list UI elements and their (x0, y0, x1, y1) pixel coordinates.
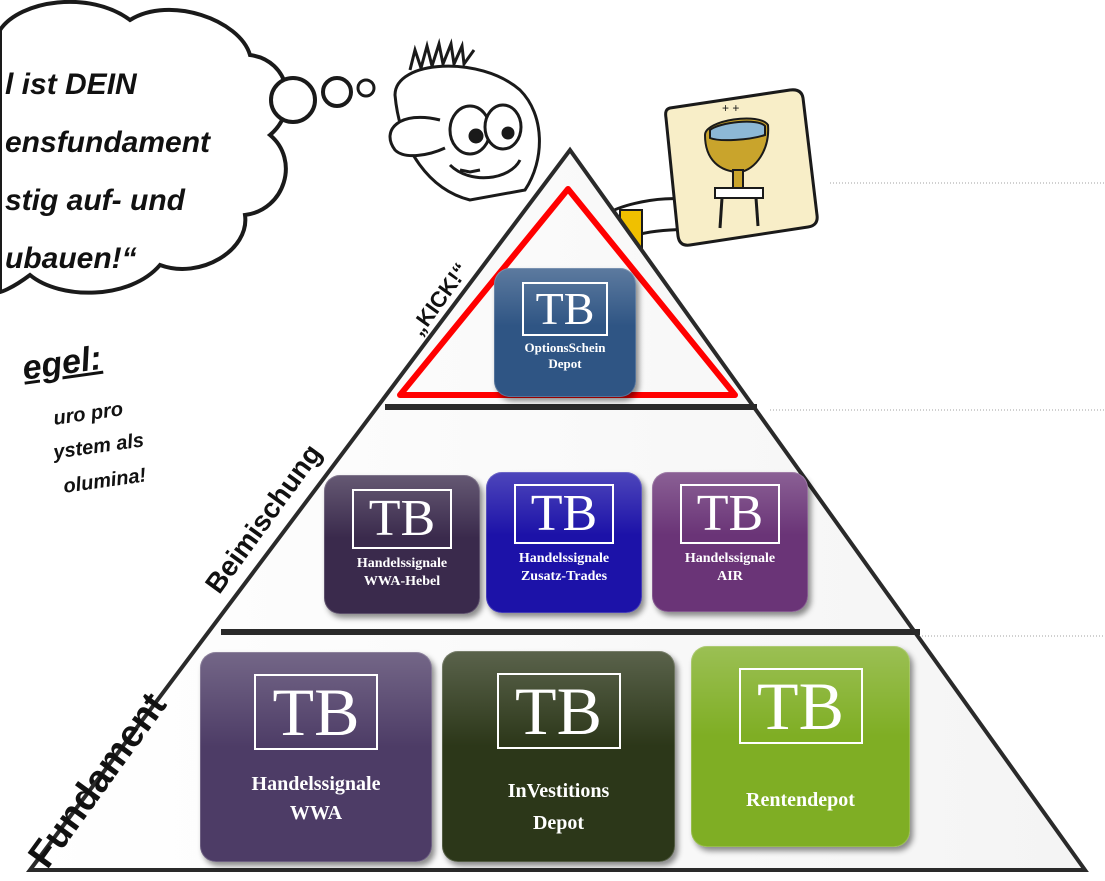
tile-label-line-1: Handelssignale (518, 551, 610, 566)
tile-handelssignale-zusatz-trades: TB Handelssignale Zusatz-Trades (486, 472, 642, 613)
bubble-line-4: ubauen!“ (5, 242, 137, 275)
tile-label-line-2: WWA-Hebel (363, 573, 441, 589)
tb-logo: TB (522, 282, 608, 336)
tile-label-line-1: OptionsSchein (524, 340, 606, 355)
bubble-large (269, 76, 317, 124)
trophy-card: + + (664, 88, 819, 247)
bubble-line-3: stig auf- und (5, 184, 185, 217)
tile-label-line-2: Zusatz-Trades (520, 568, 608, 584)
tile-label-line-1: Handelssignale (356, 556, 448, 571)
tile-investitions-depot: TB InVestitions Depot (442, 651, 675, 862)
tb-logo: TB (496, 673, 621, 749)
tb-logo: TB (254, 674, 378, 750)
tb-logo: TB (680, 484, 780, 544)
bubble-small (356, 78, 376, 98)
tile-optionsschein-depot: TB OptionsSchein Depot (494, 268, 636, 397)
tile-label-line-2: Depot (548, 356, 582, 372)
tb-logo: TB (352, 489, 452, 549)
tb-logo: TB (738, 668, 863, 744)
tile-handelssignale-wwa: TB Handelssignale WWA (200, 652, 432, 862)
tile-label-line-1: Handelssignale (251, 773, 381, 795)
tile-label-line-1: InVestitions (507, 780, 610, 802)
tb-logo: TB (514, 484, 614, 544)
tile-label-line-2: Depot (532, 812, 585, 834)
svg-text:+ +: + + (722, 101, 739, 115)
tile-handelssignale-air: TB Handelssignale AIR (652, 472, 808, 612)
tile-handelssignale-wwa-hebel: TB Handelssignale WWA-Hebel (324, 475, 480, 614)
tile-label-line-1: Handelssignale (684, 551, 776, 566)
tile-label-line-2: AIR (717, 568, 743, 584)
tile-label-line-1: Rentendepot (746, 789, 855, 811)
tile-rentendepot: TB Rentendepot (691, 646, 910, 847)
thought-bubble-cloud (0, 0, 290, 295)
bubble-line-1: l ist DEIN (5, 68, 137, 101)
tile-label-line-2: WWA (289, 802, 343, 824)
bubble-line-2: ensfundament (5, 126, 211, 159)
bubble-medium (321, 76, 353, 108)
